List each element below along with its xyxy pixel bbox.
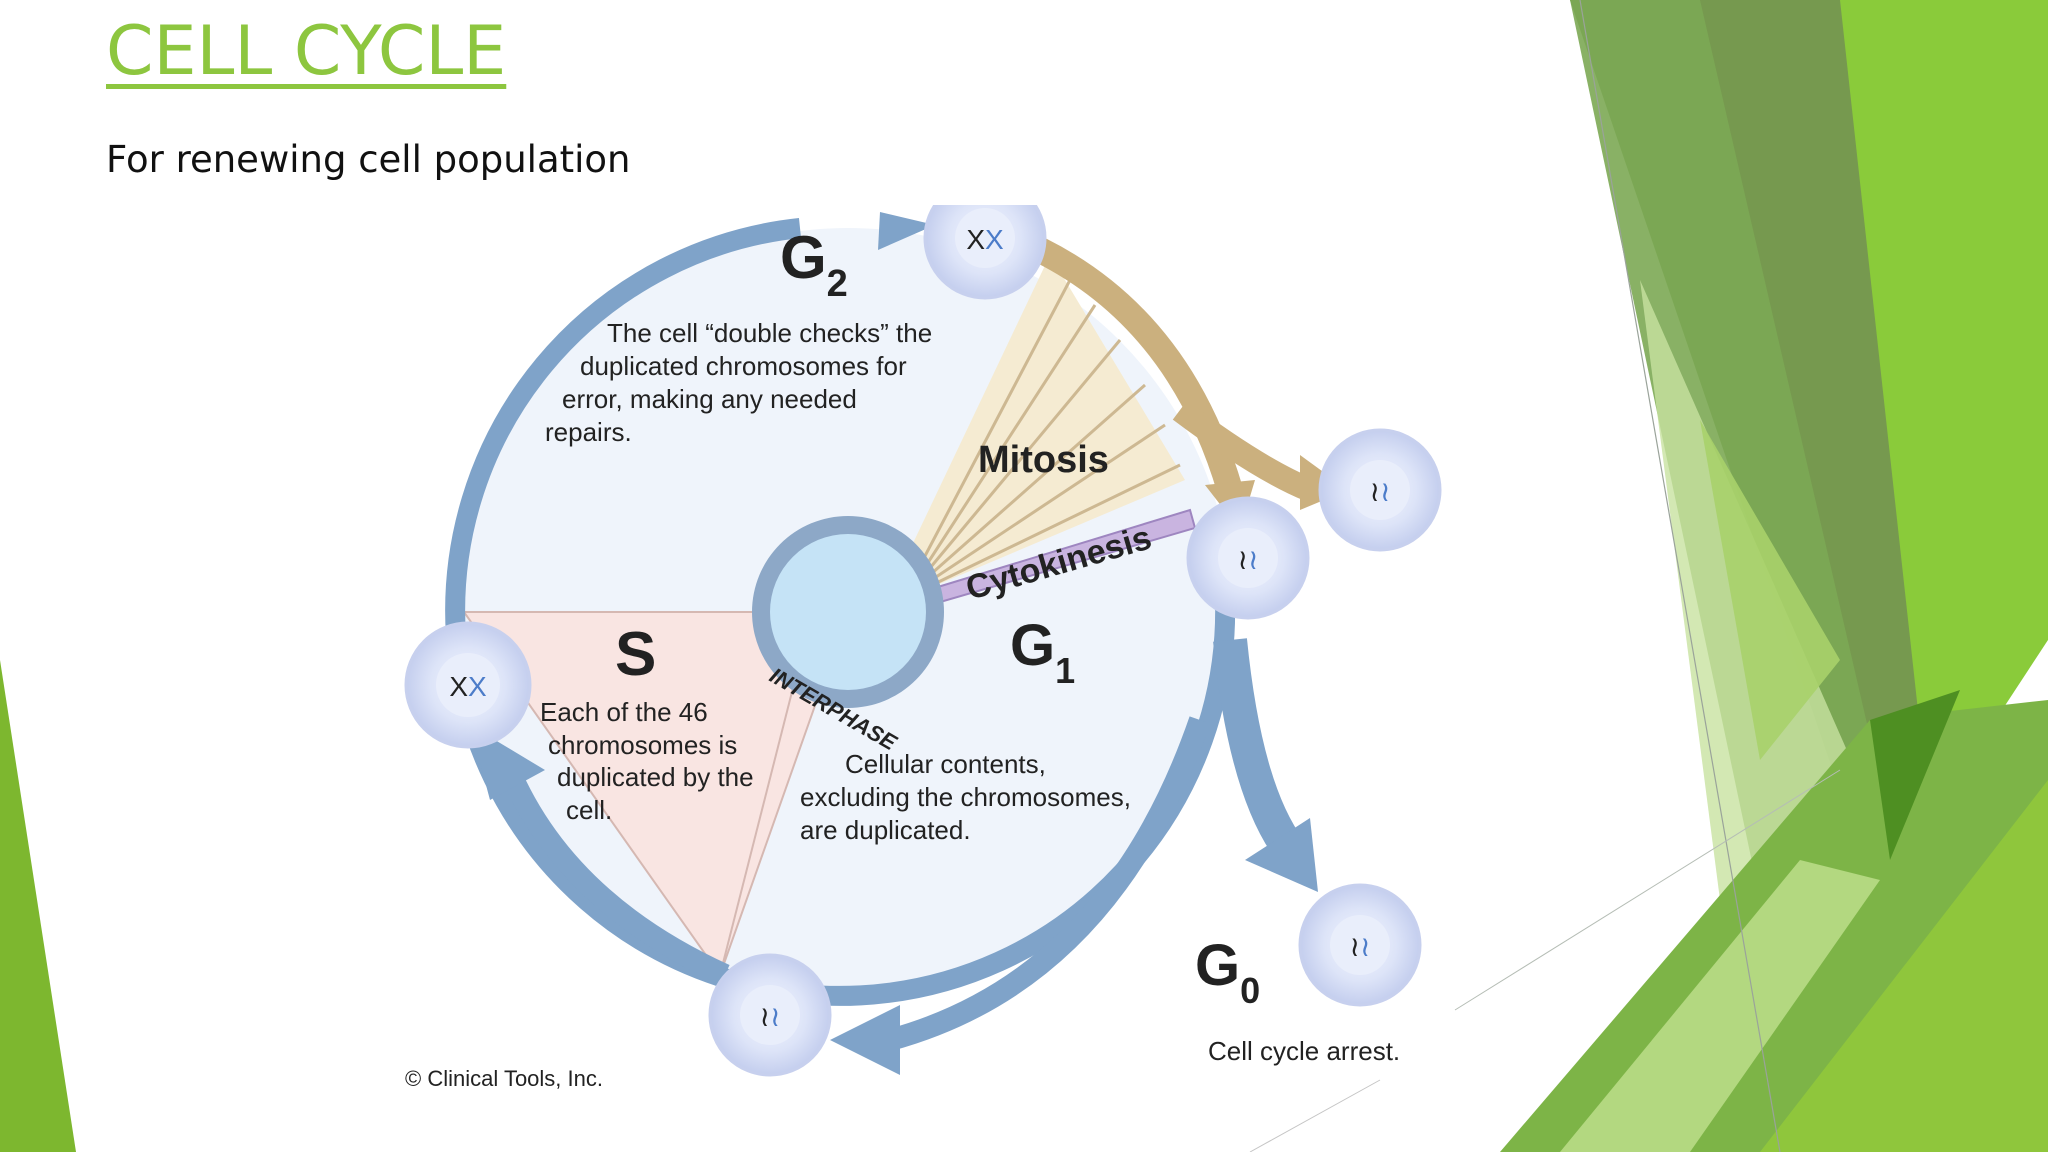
g0-label: G0	[1195, 933, 1260, 1011]
interphase-core	[770, 534, 926, 690]
thin-line	[1579, 0, 1781, 1152]
cell-s: XX	[404, 621, 532, 749]
svg-text:≀≀: ≀≀	[1350, 931, 1371, 962]
svg-text:XX: XX	[966, 224, 1004, 255]
left-green-wedge	[0, 660, 76, 1152]
mitosis-label: Mitosis	[978, 439, 1109, 481]
slide-subtitle: For renewing cell population	[106, 138, 631, 181]
g1-description: Cellular contents, excluding the chromos…	[800, 749, 1138, 845]
slide-title: CELL CYCLE	[106, 12, 507, 91]
mitosis-rays	[913, 279, 1181, 590]
cell-bottom: ≀≀	[708, 953, 832, 1077]
arrow-to-g0	[1213, 638, 1304, 861]
svg-text:≀≀: ≀≀	[760, 1001, 781, 1032]
cell-daughter: ≀≀	[1318, 428, 1442, 552]
g2-label: G2	[780, 224, 848, 305]
cell-g1: ≀≀	[1186, 496, 1310, 620]
g1-label: G1	[1010, 613, 1075, 691]
thin-line	[1454, 769, 1841, 1011]
arrow-to-s	[494, 755, 730, 986]
s-description: Each of the 46 chromosomes is duplicated…	[540, 697, 761, 825]
copyright-text: © Clinical Tools, Inc.	[405, 1066, 603, 1091]
cell-g0: ≀≀	[1298, 883, 1422, 1007]
cell-g2: XX	[923, 205, 1047, 300]
arrow-g1-to-bottom	[887, 716, 1211, 1051]
mitosis-sector	[905, 255, 1185, 590]
g2-description: The cell “double checks” the duplicated …	[545, 318, 939, 447]
svg-text:≀≀: ≀≀	[1370, 476, 1391, 507]
bottom-right-bright	[1760, 780, 2048, 1152]
s-label: S	[615, 620, 656, 689]
right-light-triangle	[1700, 420, 1840, 760]
thin-line	[1249, 1079, 1381, 1152]
svg-text:≀≀: ≀≀	[1238, 544, 1259, 575]
right-bright-strip	[1840, 0, 2048, 820]
arrow-to-g0-head	[1245, 818, 1318, 892]
g0-description: Cell cycle arrest.	[1208, 1036, 1400, 1066]
mitosis-arrow-right	[1172, 400, 1315, 502]
arrow-g1-to-bottom-head	[830, 1005, 900, 1075]
bottom-right-pale	[1560, 860, 1880, 1152]
svg-text:XX: XX	[449, 671, 487, 702]
right-dark-accent	[1870, 690, 1960, 860]
cycle-arrow-top	[878, 212, 935, 250]
